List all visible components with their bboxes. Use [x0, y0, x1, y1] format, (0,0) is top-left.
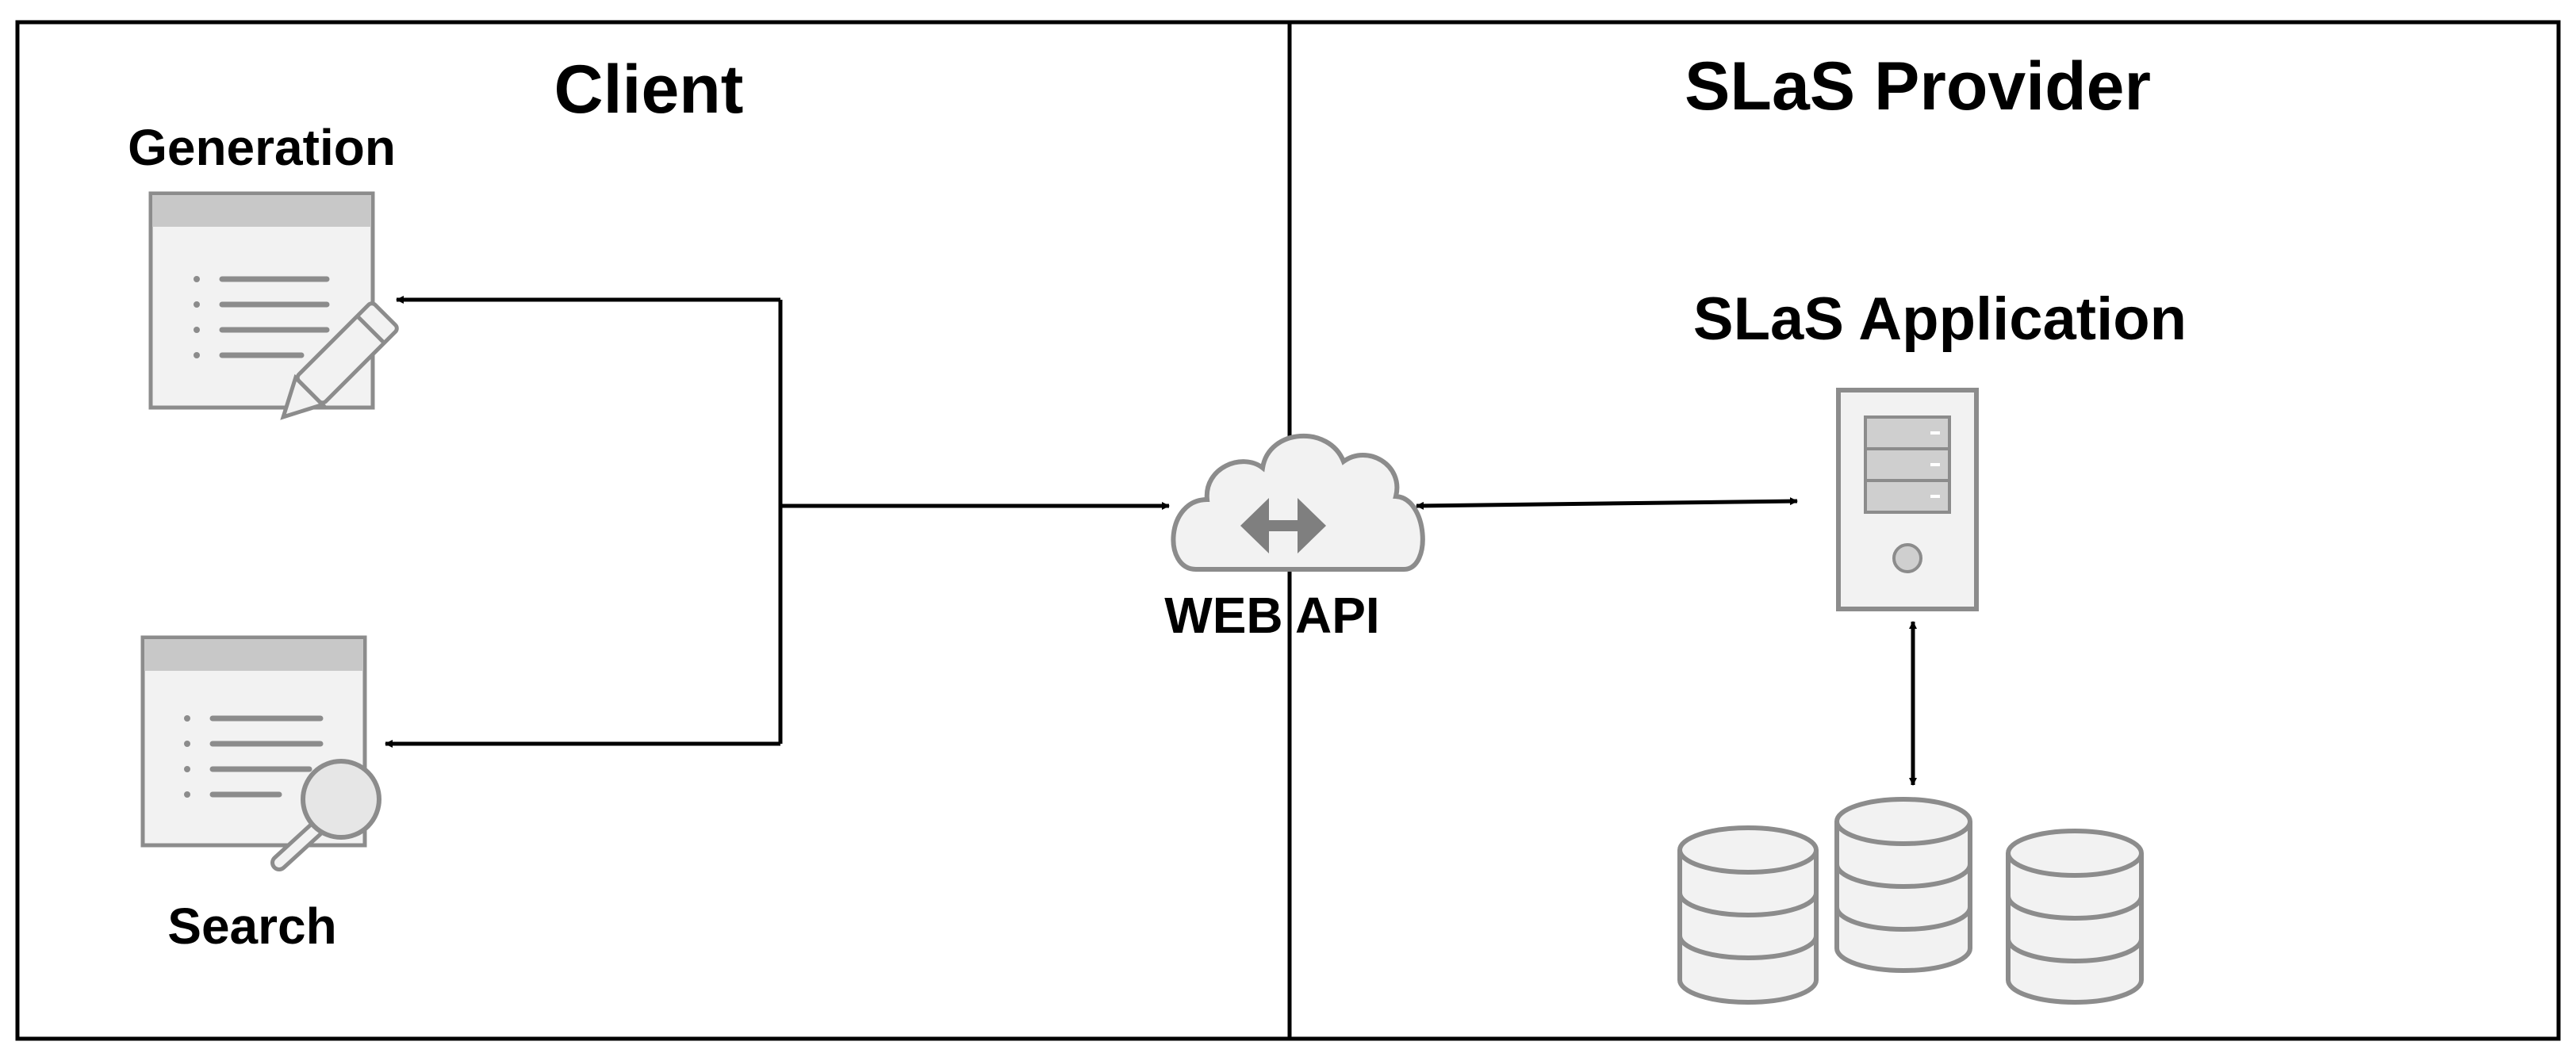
search-label: Search: [167, 898, 336, 955]
client-connectors: [385, 296, 1170, 748]
document-edit-icon: [148, 191, 399, 420]
generation-label: Generation: [128, 119, 396, 176]
database-right-icon: [2006, 829, 2144, 1005]
api-application-arrow: [1416, 497, 1798, 510]
server-icon: [1836, 388, 1979, 611]
database-icon: [1677, 797, 2144, 1005]
provider-title: SLaS Provider: [1685, 48, 2151, 124]
database-left-icon: [1677, 825, 1819, 1005]
database-center-icon: [1834, 797, 1972, 973]
web-api-label: WEB API: [1164, 587, 1379, 644]
client-title: Client: [554, 52, 744, 128]
cloud-transfer-icon: [1171, 434, 1425, 572]
application-label: SLaS Application: [1693, 285, 2187, 353]
document-search-icon: [140, 635, 381, 871]
